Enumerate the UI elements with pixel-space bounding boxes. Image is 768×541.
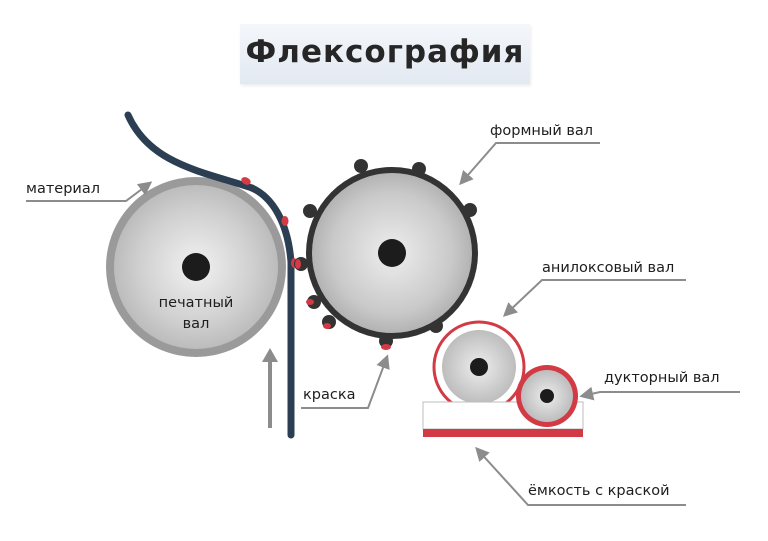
leader-ductor-roller <box>579 386 740 401</box>
label-impression-roller-line2: вал <box>182 316 210 332</box>
impression-roller-axle <box>182 253 210 281</box>
form-roller-ink <box>295 259 391 350</box>
leader-ink <box>301 354 390 409</box>
label-impression-roller-line1: печатный <box>158 295 234 311</box>
label-impression-roller: печатный вал <box>136 293 256 335</box>
label-ductor-roller: дукторный вал <box>604 370 720 386</box>
diagram-title: Флексография <box>245 34 525 70</box>
leader-ink-tank <box>475 446 686 506</box>
ductor-roller-axle <box>540 389 554 403</box>
title-banner: Флексография <box>240 24 530 84</box>
form-roller <box>294 159 478 350</box>
label-anilox-roller: анилоксовый вал <box>542 260 675 276</box>
label-material: материал <box>26 181 100 197</box>
label-form-roller: формный вал <box>490 123 594 139</box>
anilox-roller <box>432 320 526 414</box>
leader-anilox-roller <box>502 279 686 317</box>
form-roller-axle <box>378 239 406 267</box>
anilox-roller-axle <box>470 358 488 376</box>
ductor-roller <box>516 365 578 427</box>
feed-direction-arrow <box>262 348 278 428</box>
web-material <box>124 111 295 439</box>
label-ink: краска <box>303 387 356 403</box>
leader-form-roller <box>459 142 600 186</box>
leader-material <box>26 181 153 202</box>
label-ink-tank: ёмкость с краской <box>528 483 670 499</box>
impression-roller <box>106 177 286 357</box>
